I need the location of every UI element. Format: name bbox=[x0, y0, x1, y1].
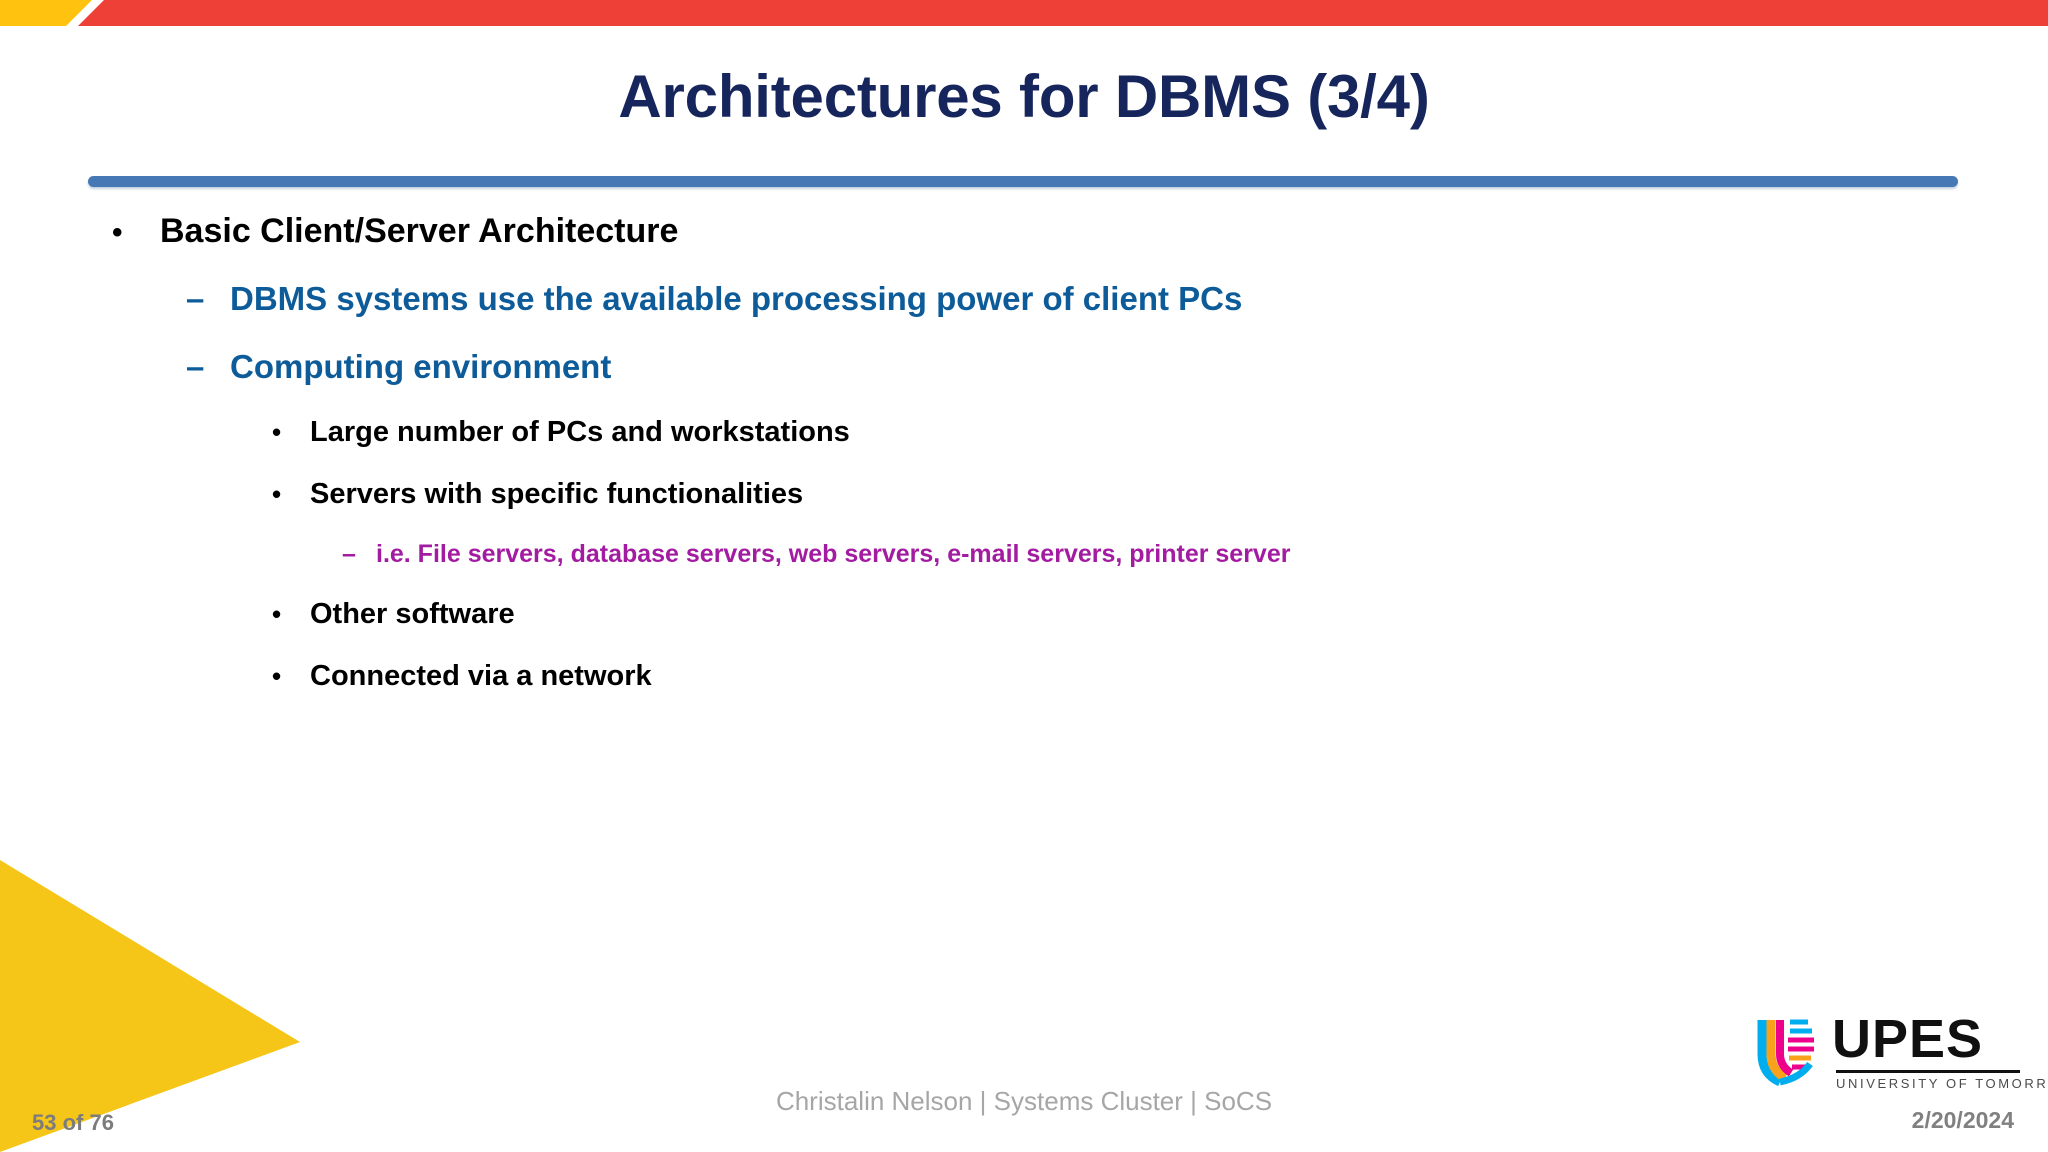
footer-credit: Christalin Nelson | Systems Cluster | So… bbox=[775, 1086, 1273, 1116]
bullet-marker-dot-icon: • bbox=[112, 216, 123, 249]
bullet-level2-computing-environment: – Computing environment bbox=[0, 348, 2048, 416]
slide-body: • Basic Client/Server Architecture – DBM… bbox=[0, 212, 2048, 722]
bullet-text: Basic Client/Server Architecture bbox=[160, 212, 679, 250]
bullet-marker-dot-icon: • bbox=[272, 599, 282, 629]
slide-title: Architectures for DBMS (3/4) bbox=[618, 63, 1430, 130]
bullet-text: DBMS systems use the available processin… bbox=[230, 280, 1243, 317]
upes-shield-icon bbox=[1757, 1019, 1814, 1086]
slide-date: 2/20/2024 bbox=[1911, 1107, 2014, 1133]
bullet-level3-large-number-pcs: • Large number of PCs and workstations bbox=[0, 416, 2048, 478]
bullet-level3-servers-functionalities: • Servers with specific functionalities bbox=[0, 478, 2048, 540]
upes-logo-rule bbox=[1836, 1070, 2020, 1073]
bullet-marker-dash-icon: – bbox=[186, 280, 205, 317]
bullet-level3-other-software: • Other software bbox=[0, 598, 2048, 660]
upes-wordmark: UPES bbox=[1832, 1009, 1984, 1069]
title-divider-bar bbox=[88, 176, 1958, 187]
bullet-text: i.e. File servers, database servers, web… bbox=[376, 540, 1291, 568]
top-banner-yellow-shape bbox=[0, 0, 92, 26]
bullet-marker-dash-icon: – bbox=[342, 540, 356, 568]
bullet-text: Other software bbox=[310, 598, 515, 630]
bullet-level3-connected-network: • Connected via a network bbox=[0, 660, 2048, 722]
bullet-text: Servers with specific functionalities bbox=[310, 478, 804, 510]
upes-logo: UPES UNIVERSITY OF TOMORROW bbox=[1756, 1009, 2048, 1094]
top-banner-red-shape bbox=[78, 0, 2048, 26]
bullet-text: Computing environment bbox=[230, 348, 612, 385]
bullet-level4-server-examples: – i.e. File servers, database servers, w… bbox=[0, 540, 2048, 598]
bullet-marker-dot-icon: • bbox=[272, 661, 282, 691]
bullet-marker-dash-icon: – bbox=[186, 348, 205, 385]
bullet-marker-dot-icon: • bbox=[272, 417, 282, 447]
bullet-level1-basic-client-server: • Basic Client/Server Architecture bbox=[0, 212, 2048, 280]
bullet-marker-dot-icon: • bbox=[272, 479, 282, 509]
bullet-level2-dbms-systems: – DBMS systems use the available process… bbox=[0, 280, 2048, 348]
slide-number: 53 of 76 bbox=[32, 1110, 114, 1135]
bullet-text: Connected via a network bbox=[310, 660, 652, 692]
upes-tagline: UNIVERSITY OF TOMORROW bbox=[1836, 1076, 2048, 1091]
bullet-text: Large number of PCs and workstations bbox=[310, 416, 850, 448]
